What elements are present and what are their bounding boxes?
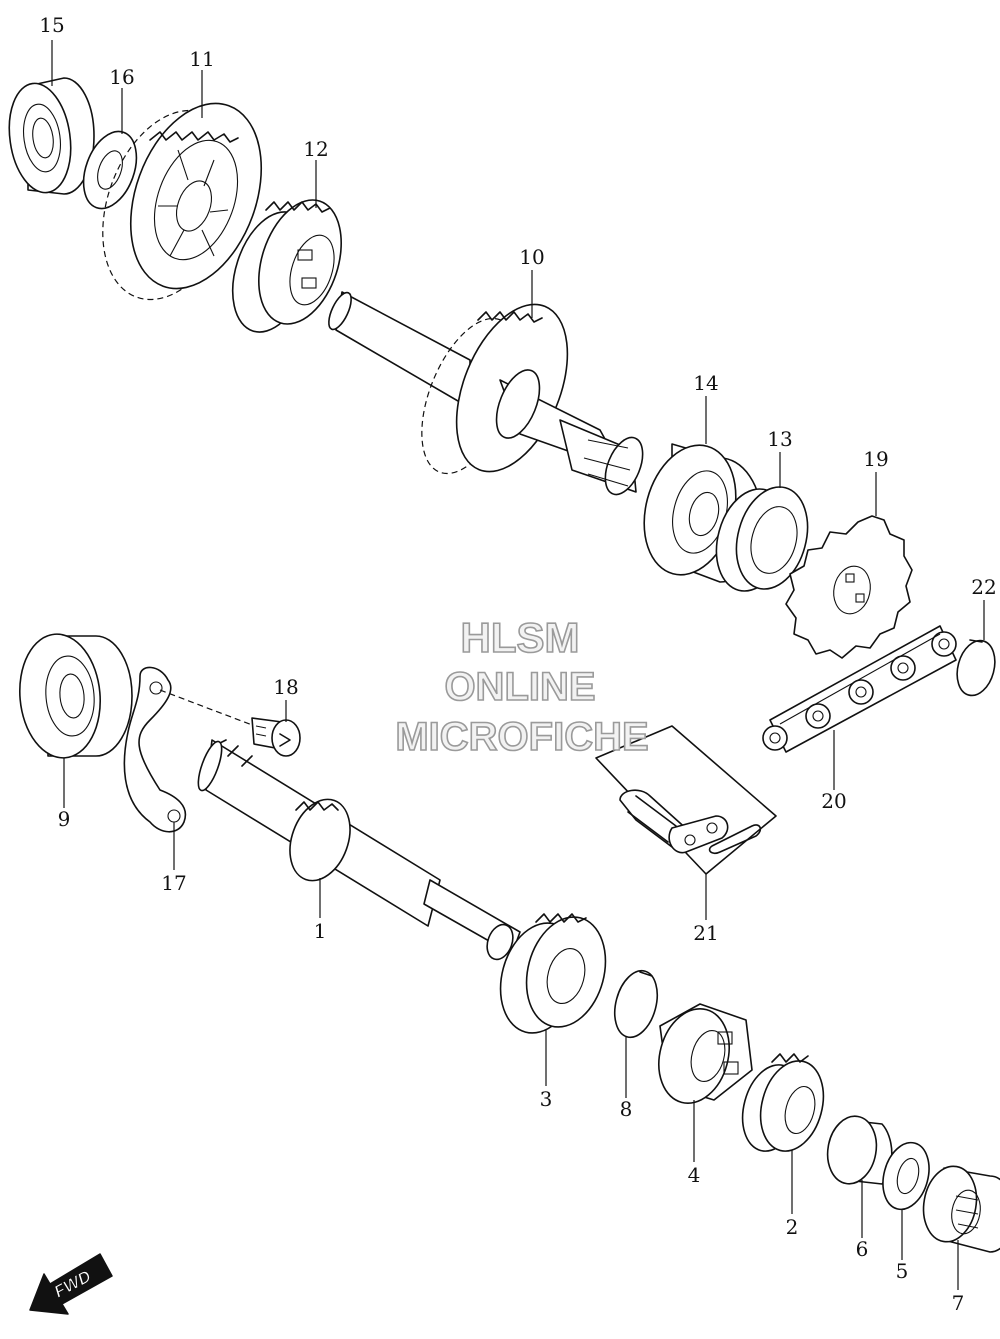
part-8-circlip: [613, 969, 659, 1039]
watermark-line-1: HLSM: [461, 614, 580, 661]
part-6-bushing: [826, 1115, 893, 1185]
part-10-countershaft: [328, 291, 644, 496]
part-3-gear: [499, 913, 607, 1034]
callout-14: 14: [693, 371, 718, 395]
callout-22: 22: [971, 575, 996, 599]
part-22-clip: [956, 639, 996, 697]
callout-8: 8: [620, 1097, 633, 1121]
leader-lines: [51, 40, 985, 1290]
part-11-large-gear: [102, 102, 263, 301]
part-5-washer: [882, 1141, 930, 1211]
part-17-retainer-plate: [123, 666, 187, 833]
fwd-arrow-icon: FWD: [29, 1253, 113, 1315]
callout-16: 16: [109, 65, 134, 89]
callout-15: 15: [39, 13, 64, 37]
callout-21: 21: [693, 921, 718, 945]
part-15-bearing: [8, 77, 95, 195]
callout-1: 1: [314, 919, 327, 943]
callout-2: 2: [786, 1215, 799, 1239]
part-7-needle-bearing: [922, 1165, 1000, 1253]
part-1-main-shaft: [197, 739, 521, 961]
part-9-bearing: [18, 633, 133, 759]
callout-3: 3: [540, 1087, 553, 1111]
callout-12: 12: [303, 137, 328, 161]
part-19-sprocket: [785, 515, 913, 659]
callout-18: 18: [273, 675, 298, 699]
callout-9: 9: [58, 807, 71, 831]
part-4-shift-gear: [658, 1003, 753, 1104]
alignment-line-18: [159, 689, 261, 729]
part-16-washer: [82, 130, 138, 210]
part-13-oil-seal: [715, 486, 809, 592]
part-2-gear: [741, 1053, 825, 1152]
callout-5: 5: [896, 1259, 909, 1283]
callout-6: 6: [856, 1237, 869, 1261]
watermark-line-3: MICROFICHE: [395, 715, 648, 759]
part-21-chain-joint: [595, 725, 777, 875]
callout-17: 17: [161, 871, 186, 895]
callout-4: 4: [688, 1163, 701, 1187]
part-20-drive-chain: [762, 625, 957, 753]
callout-7: 7: [952, 1291, 965, 1315]
callout-20: 20: [821, 789, 846, 813]
callout-19: 19: [863, 447, 888, 471]
watermark-line-2: ONLINE: [444, 665, 595, 709]
watermark: HLSM ONLINE MICROFICHE: [395, 613, 650, 760]
callout-13: 13: [767, 427, 792, 451]
part-18-screw: [251, 717, 301, 757]
callout-11: 11: [189, 47, 214, 71]
callout-labels: 15 16 11 12 10 14 13 19 22 20 21 18 9 17…: [39, 13, 996, 1315]
callout-10: 10: [519, 245, 544, 269]
part-12-gear: [231, 199, 342, 333]
